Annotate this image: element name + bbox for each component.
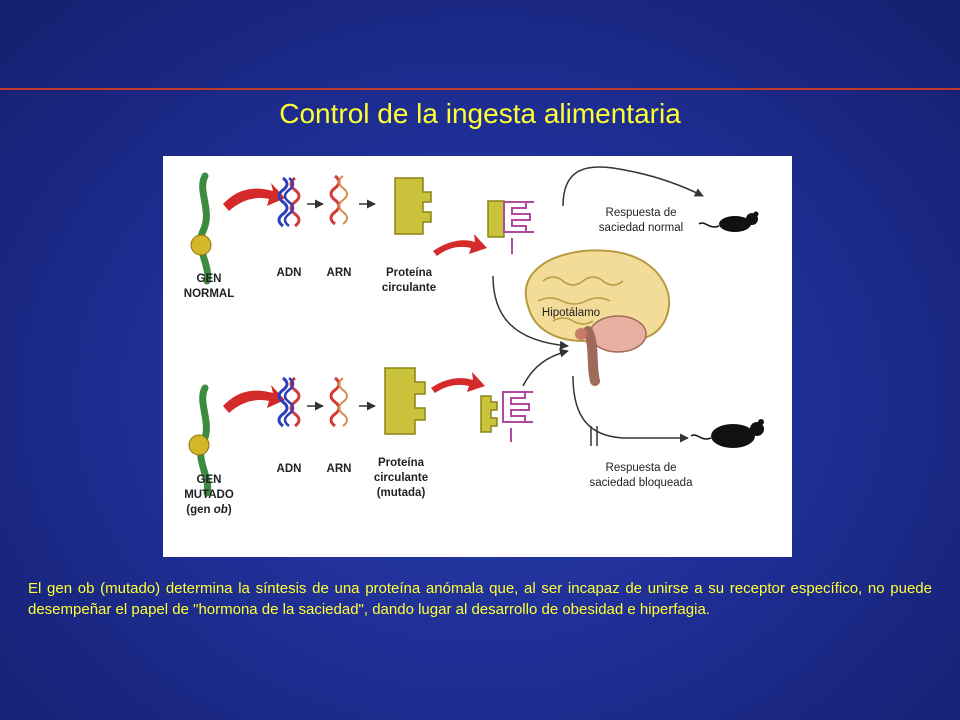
mutated-gene-label-3: (gen ob) bbox=[186, 504, 232, 516]
normal-rna-label: ARN bbox=[327, 267, 352, 279]
normal-receptor-icon bbox=[487, 200, 534, 254]
mutated-expression-arrow bbox=[223, 385, 285, 413]
normal-protein-label-2: circulante bbox=[382, 282, 436, 294]
mutated-protein-label-2: circulante bbox=[374, 472, 428, 484]
obese-mouse-icon bbox=[690, 419, 764, 448]
mutated-dna-label: ADN bbox=[277, 463, 302, 475]
slide-caption: El gen ob (mutado) determina la síntesis… bbox=[28, 580, 932, 618]
mutated-protein-icon bbox=[384, 367, 426, 435]
normal-expression-arrow bbox=[223, 183, 285, 211]
brain-icon bbox=[524, 249, 671, 386]
mutated-protein-label-1: Proteína bbox=[378, 457, 425, 469]
header-rule bbox=[0, 88, 960, 90]
normal-protein-label-1: Proteína bbox=[386, 267, 433, 279]
normal-protein-icon bbox=[394, 177, 432, 235]
mutated-gene-label-1: GEN bbox=[197, 474, 222, 486]
normal-rna-icon bbox=[329, 174, 348, 226]
normal-gene-icon bbox=[190, 172, 212, 285]
hypothalamus-label: Hipotálamo bbox=[542, 307, 600, 319]
mutated-response-label-2: saciedad bloqueada bbox=[590, 477, 694, 489]
normal-response-label-2: saciedad normal bbox=[599, 222, 683, 234]
mutated-receptor-icon bbox=[480, 391, 533, 442]
normal-binding-arrow bbox=[433, 234, 487, 256]
thin-mouse-icon bbox=[698, 211, 759, 232]
mutated-response-label-1: Respuesta de bbox=[606, 462, 677, 474]
mutated-binding-arrow bbox=[431, 372, 485, 393]
normal-gene-label-2: NORMAL bbox=[184, 288, 234, 300]
mutated-gene-label-2: MUTADO bbox=[184, 489, 234, 501]
slide-title: Control de la ingesta alimentaria bbox=[279, 98, 681, 129]
leptin-diagram: GEN NORMAL ADN ARN Proteína circulante R… bbox=[163, 156, 792, 557]
mutated-rna-icon bbox=[329, 376, 348, 428]
normal-response-label-1: Respuesta de bbox=[606, 207, 677, 219]
normal-dna-icon bbox=[277, 176, 301, 228]
mutated-gene-icon bbox=[188, 384, 212, 497]
normal-gene-label-1: GEN bbox=[197, 273, 222, 285]
mutated-protein-label-3: (mutada) bbox=[377, 487, 426, 499]
normal-dna-label: ADN bbox=[277, 267, 302, 279]
mutated-rna-label: ARN bbox=[327, 463, 352, 475]
mutated-dna-icon bbox=[277, 376, 301, 428]
